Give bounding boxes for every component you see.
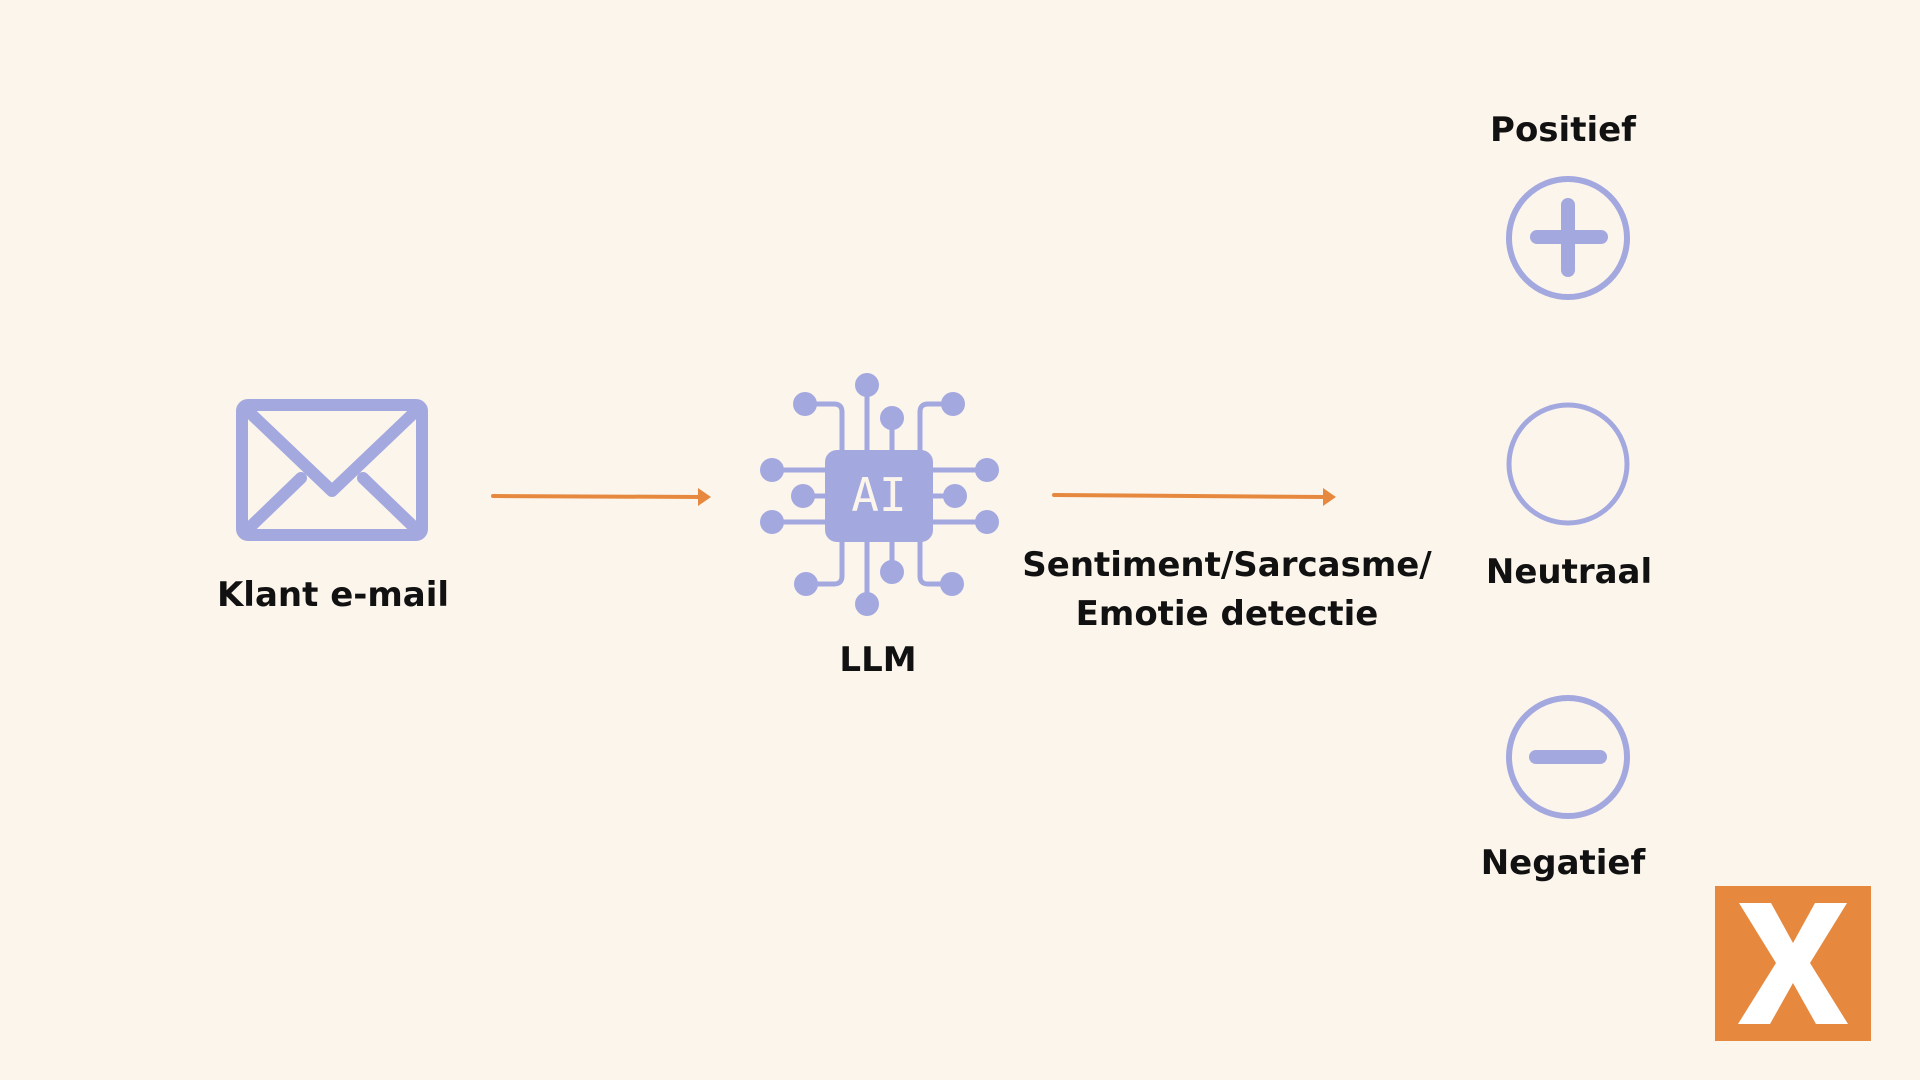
circle-icon [1506,402,1630,526]
chip-pin-dot [855,592,879,616]
chip-pin-dot [941,392,965,416]
arrow-email-to-llm [491,488,711,506]
detection-label-line2: Emotie detectie [1075,594,1379,634]
envelope-icon [236,399,428,541]
positive-label: Positief [1490,110,1636,150]
chip-pin-dot [975,510,999,534]
chip-body [825,450,933,542]
chip-pin-dot [794,572,818,596]
chip-pin-dot [760,510,784,534]
negative-label: Negatief [1480,843,1646,883]
minus-circle-icon [1506,695,1630,819]
chip-pin-dot [855,373,879,397]
chip-pin-dot [760,458,784,482]
chip-pin-dot [880,560,904,584]
ai-chip-icon: AI [760,373,999,616]
chip-pin-dot [793,392,817,416]
email-label: Klant e-mail [216,575,450,615]
arrow-llm-to-detection [1052,488,1336,506]
chip-pin-dot [880,406,904,430]
x-logo-icon [1738,903,1848,1024]
detection-label-line1: Sentiment/Sarcasme/ [1022,545,1432,585]
plus-circle-icon [1506,176,1630,300]
chip-pin-dot [975,458,999,482]
llm-label: LLM [839,640,917,680]
chip-pin-dot [791,484,815,508]
chip-pin-dot [943,484,967,508]
brand-logo [1715,886,1871,1041]
chip-text: AI [851,468,906,522]
chip-pin-dot [940,572,964,596]
neutral-label: Neutraal [1485,552,1653,592]
